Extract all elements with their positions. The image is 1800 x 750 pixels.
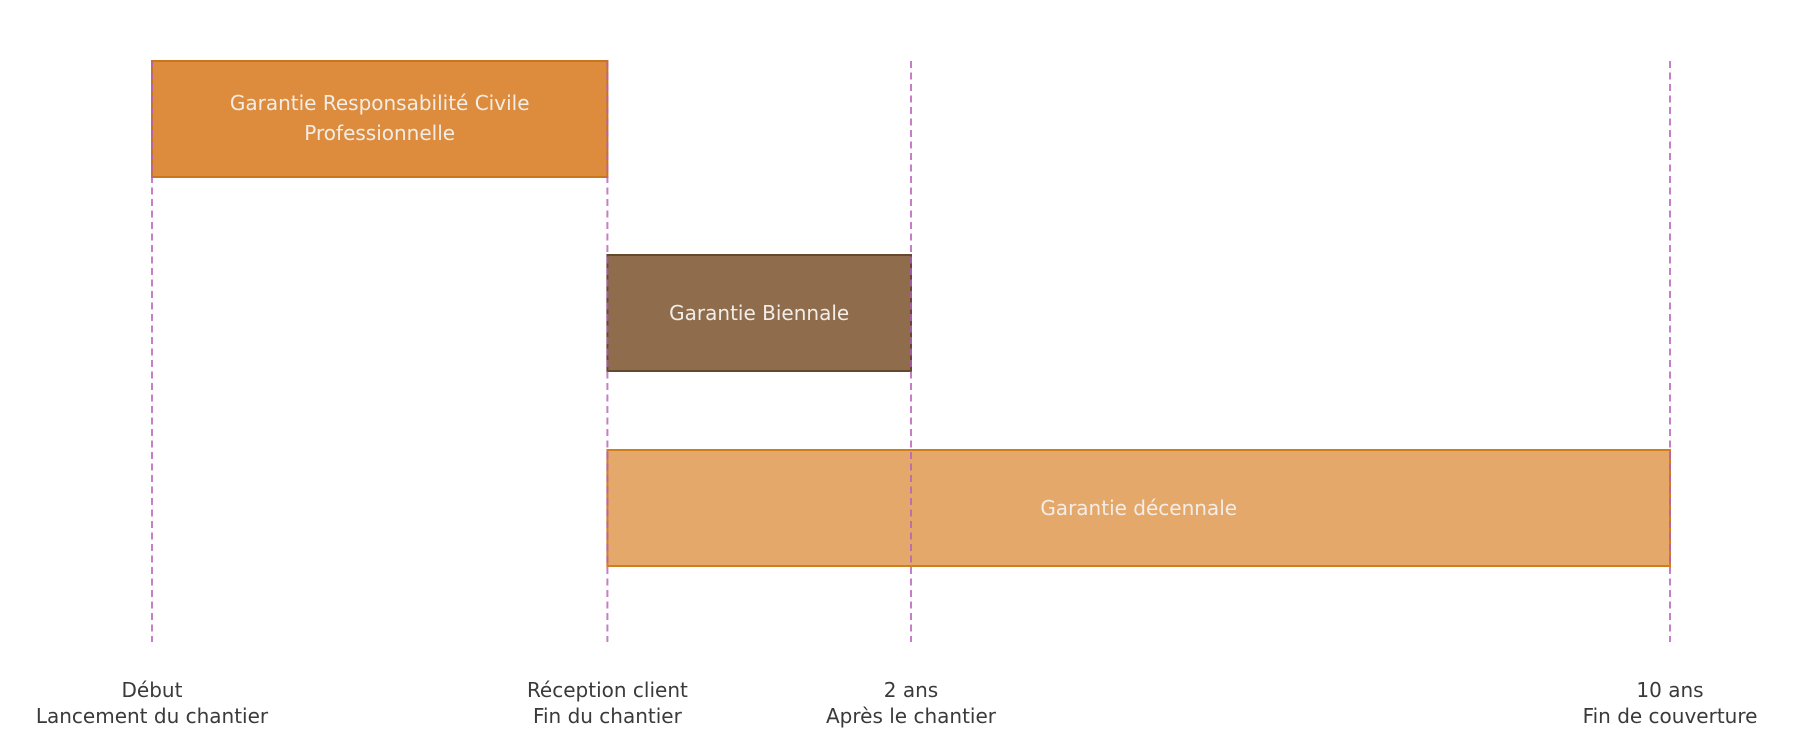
milestone-label-reception-client-line2: Fin du chantier <box>533 704 683 728</box>
milestone-label-2-ans-line2: Après le chantier <box>826 704 997 728</box>
milestone-label-debut-line2: Lancement du chantier <box>36 704 269 728</box>
bar-label-rc-pro-line1: Garantie Responsabilité Civile <box>230 91 530 115</box>
bar-rc-pro <box>151 60 609 178</box>
bar-label-rc-pro-line2: Professionnelle <box>304 121 455 145</box>
bar-biennale <box>606 254 913 372</box>
bar-label-decennale: Garantie décennale <box>1040 496 1237 520</box>
bar-label-biennale: Garantie Biennale <box>669 301 849 325</box>
bar-decennale <box>606 449 1671 567</box>
milestone-label-2-ans-line1: 2 ans <box>884 678 938 702</box>
milestone-label-debut-line1: Début <box>122 678 183 702</box>
milestone-label-10-ans-line2: Fin de couverture <box>1583 704 1758 728</box>
milestone-label-10-ans-line1: 10 ans <box>1636 678 1703 702</box>
milestone-label-reception-client-line1: Réception client <box>527 678 688 702</box>
